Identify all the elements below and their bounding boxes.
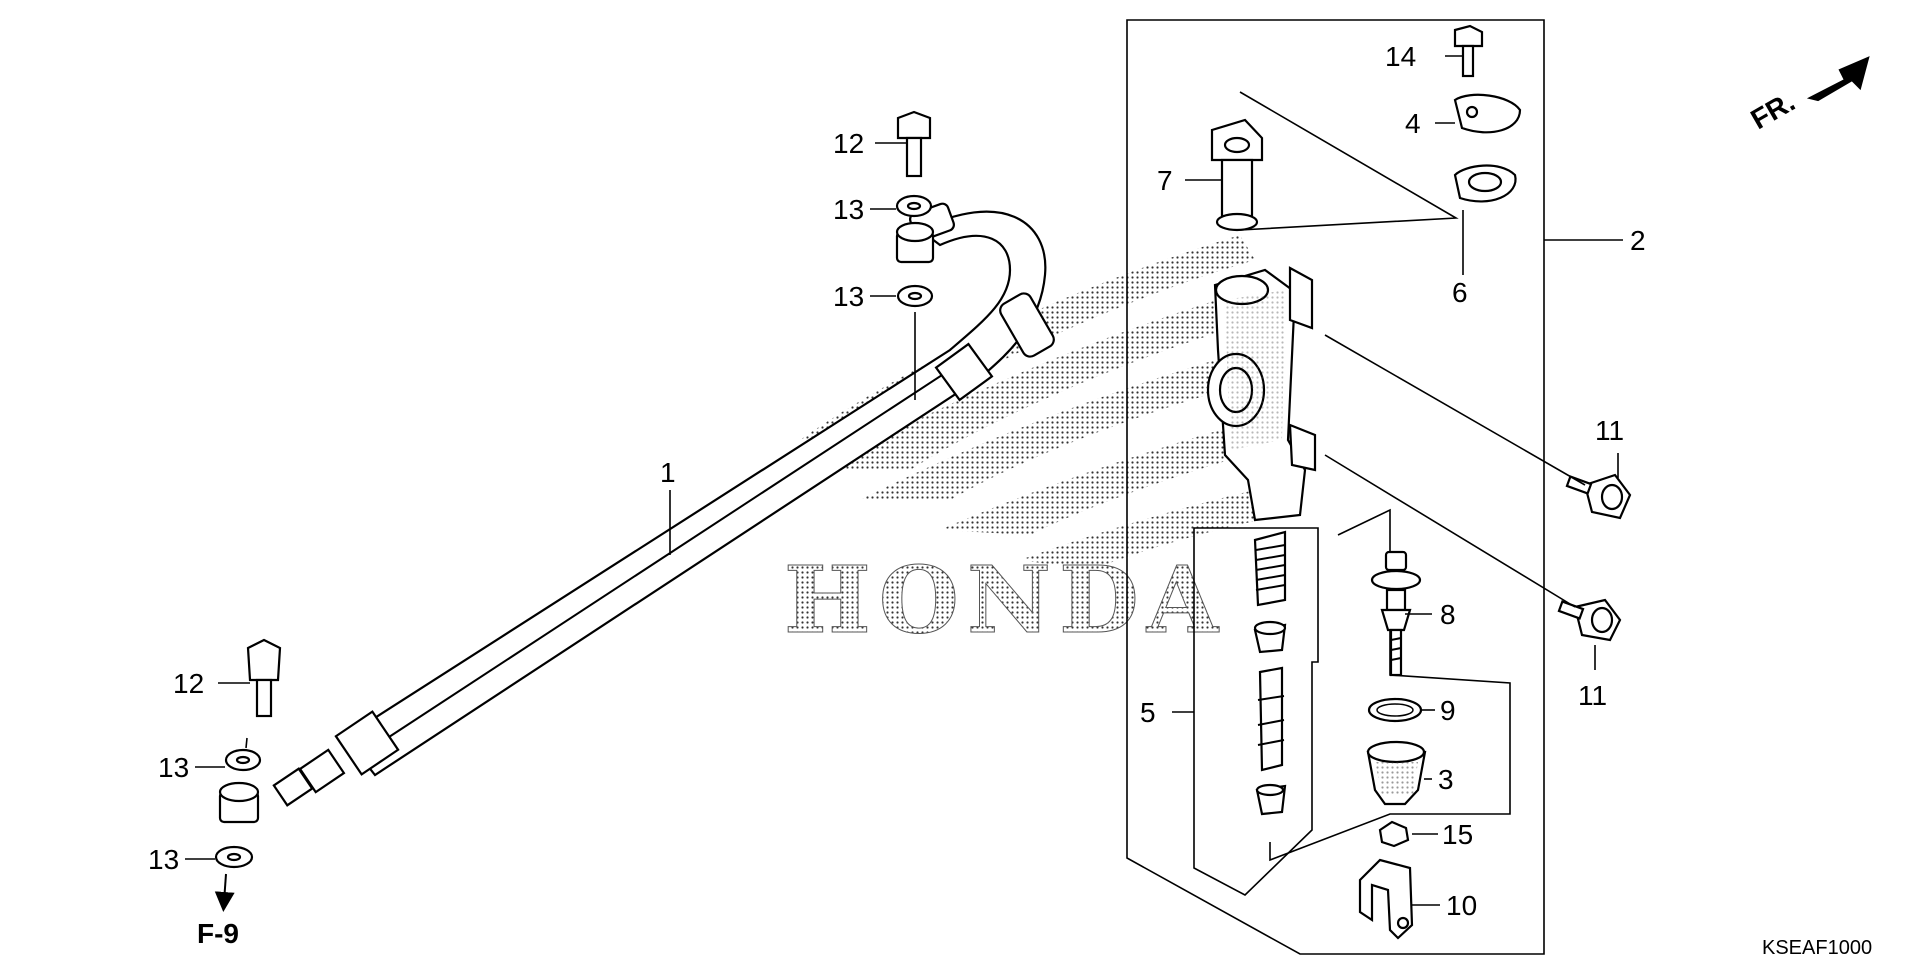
callout-1: 1 <box>660 457 676 488</box>
callout-12-bottom: 12 <box>173 668 204 699</box>
push-rod-8 <box>1370 550 1422 677</box>
callout-4: 4 <box>1405 108 1421 139</box>
callout-13-top-a: 13 <box>833 194 864 225</box>
callout-14: 14 <box>1385 41 1416 72</box>
lower-fittings <box>214 638 282 912</box>
subgroup-frame-6 <box>1239 91 1459 231</box>
subgroup-frame-5 <box>1193 527 1319 896</box>
reference-f9: F-9 <box>197 918 239 949</box>
subgroup-frame-8-3 <box>1269 508 1511 862</box>
callout-6: 6 <box>1452 277 1468 308</box>
callout-2: 2 <box>1630 225 1646 256</box>
assembly-frame-2 <box>1126 19 1545 955</box>
piston-set-5 <box>1253 530 1287 816</box>
master-cylinder-body <box>1206 266 1317 522</box>
brake-hose <box>272 202 1055 807</box>
callout-12-top: 12 <box>833 128 864 159</box>
front-direction-marker: FR. <box>1746 56 1870 135</box>
callout-13-top-b: 13 <box>833 281 864 312</box>
upper-fittings <box>895 110 935 400</box>
callout-3: 3 <box>1438 764 1454 795</box>
callout-11-lower: 11 <box>1578 680 1607 711</box>
diagram-code: KSEAF1000 <box>1762 937 1872 959</box>
honda-text-watermark: HONDA <box>784 546 1226 654</box>
callout-10: 10 <box>1446 890 1477 921</box>
bolts-11 <box>1557 473 1632 642</box>
callout-8: 8 <box>1440 599 1456 630</box>
front-label: FR. <box>1746 86 1801 135</box>
arrow-right-icon <box>1806 56 1870 102</box>
callout-13-bottom-b: 13 <box>148 844 179 875</box>
leader-lines <box>185 55 1623 906</box>
callout-5: 5 <box>1140 697 1156 728</box>
joint-7 <box>1210 118 1264 232</box>
callout-7: 7 <box>1157 165 1173 196</box>
callout-15: 15 <box>1442 819 1473 850</box>
callout-13-bottom-a: 13 <box>158 752 189 783</box>
lower-small-parts <box>1358 697 1427 940</box>
callout-11-upper: 11 <box>1595 415 1624 446</box>
callout-9: 9 <box>1440 695 1456 726</box>
reservoir-top-parts <box>1453 24 1522 203</box>
